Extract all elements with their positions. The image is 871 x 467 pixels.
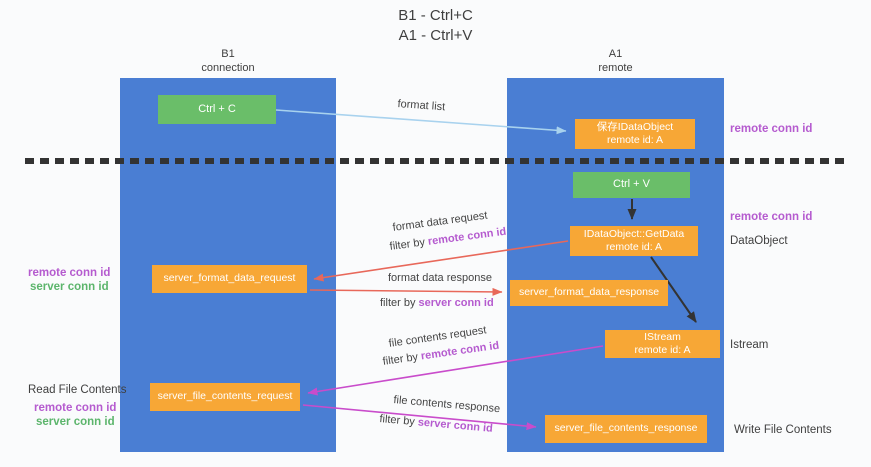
node-ctrl-v-label: Ctrl + V <box>613 178 650 191</box>
arrow-format-data-response <box>309 287 503 296</box>
node-istream: IStream remote id: A <box>605 330 720 358</box>
lane-b1-title: B1 <box>221 48 235 60</box>
side-label-remote-conn-id-top-right: remote conn id <box>730 123 813 135</box>
node-save-idataobject-line2: remote id: A <box>606 134 664 146</box>
node-server-file-contents-request-label: server_file_contents_request <box>157 390 293 403</box>
filter-key-server-conn-id: server conn id <box>417 416 494 435</box>
dashed-separator-line <box>25 158 847 164</box>
node-idataobject-getdata: IDataObject::GetData remote id: A <box>570 226 698 256</box>
side-label-remote-conn-id-mid-right: remote conn id <box>730 211 813 223</box>
node-server-file-contents-response: server_file_contents_response <box>545 415 707 443</box>
diagram-title: B1 - Ctrl+C A1 - Ctrl+V <box>0 6 871 45</box>
side-label-server-conn-id-top-left: server conn id <box>30 281 109 293</box>
filter-by-text: filter by <box>380 297 419 309</box>
node-istream-line2: remote id: A <box>634 344 691 356</box>
filter-by-text: filter by <box>378 413 419 429</box>
node-save-idataobject-line1: 保存IDataObject <box>596 120 674 133</box>
side-label-remote-conn-id-top-left: remote conn id <box>28 267 111 279</box>
node-server-file-contents-request: server_file_contents_request <box>150 383 300 411</box>
node-ctrl-c-label: Ctrl + C <box>198 102 236 115</box>
side-label-write-file-contents: Write File Contents <box>734 424 832 436</box>
node-server-file-contents-response-label: server_file_contents_response <box>554 422 698 435</box>
node-idataobject-getdata-line1: IDataObject::GetData <box>583 227 685 240</box>
filter-key-server-conn-id: server conn id <box>418 297 494 309</box>
diagram-title-line1: B1 - Ctrl+C <box>398 7 473 24</box>
side-label-read-file-contents: Read File Contents <box>28 384 127 396</box>
side-label-dataobject: DataObject <box>730 235 788 247</box>
node-idataobject-getdata-line2: remote id: A <box>605 241 663 253</box>
side-label-istream: Istream <box>730 339 769 351</box>
edge-label-format-data-response-filter: filter by server conn id <box>380 297 494 309</box>
node-server-format-data-request-label: server_format_data_request <box>163 272 296 285</box>
edge-label-file-contents-response-filter: filter by server conn id <box>379 413 493 435</box>
filter-key-remote-conn-id: remote conn id <box>427 225 507 248</box>
lane-header-b1: B1 connection <box>120 48 336 76</box>
side-label-server-conn-id-bottom-left: server conn id <box>36 416 115 428</box>
node-ctrl-v: Ctrl + V <box>573 172 690 198</box>
side-label-remote-conn-id-bottom-left: remote conn id <box>34 402 117 414</box>
filter-by-text: filter by <box>382 350 422 368</box>
lane-a1-subtitle: remote <box>598 61 633 74</box>
lane-b1-subtitle: connection <box>201 61 255 74</box>
diagram-title-line2: A1 - Ctrl+V <box>398 26 473 44</box>
lane-header-a1: A1 remote <box>507 48 724 76</box>
node-server-format-data-response-label: server_format_data_response <box>518 286 660 299</box>
edge-label-file-contents-response: file contents response <box>392 394 501 416</box>
node-server-format-data-response: server_format_data_response <box>510 280 668 306</box>
node-ctrl-c: Ctrl + C <box>158 95 276 124</box>
edge-label-format-data-response: format data response <box>388 272 492 284</box>
node-save-idataobject: 保存IDataObject remote id: A <box>575 119 695 149</box>
filter-by-text: filter by <box>389 235 429 253</box>
lane-a1-title: A1 <box>608 48 623 60</box>
edge-label-format-list: format list <box>397 98 446 114</box>
node-istream-line1: IStream <box>644 330 681 343</box>
node-server-format-data-request: server_format_data_request <box>152 265 307 293</box>
